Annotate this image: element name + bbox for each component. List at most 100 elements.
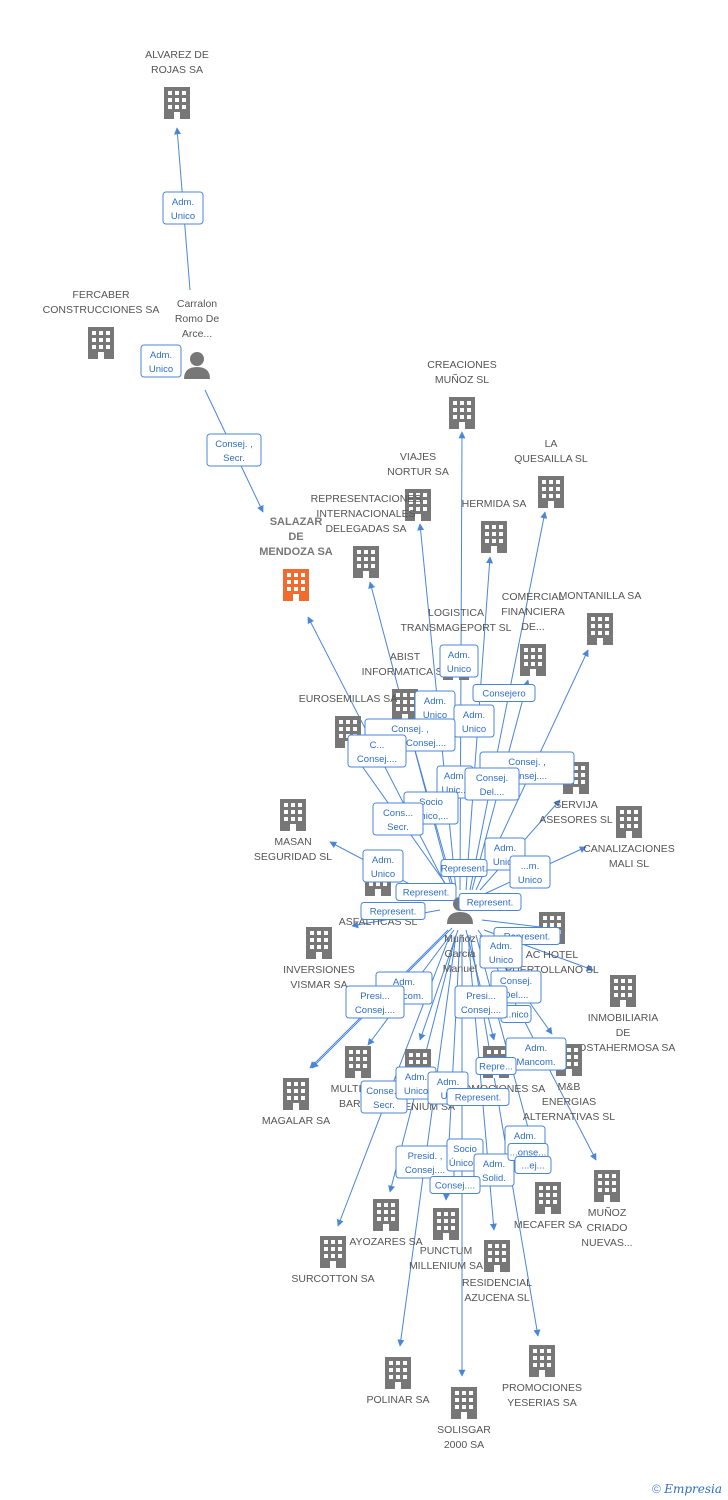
relation-text: Unico [447,664,471,675]
relation-label-r36[interactable]: Presid. ,Consej.... [395,1145,455,1179]
relation-label-r21[interactable]: Represent. [440,859,488,877]
node-label: INMOBILIARIA [588,1012,659,1024]
relation-text: Adm. [444,771,466,782]
relation-label-r4[interactable]: Adm.Unico [439,644,479,678]
node-label: COMERCIAL [502,591,565,603]
building-icon [280,799,306,831]
relation-box [140,344,182,378]
node-munozcriado[interactable]: MUÑOZCRIADONUEVAS... [581,1170,633,1249]
relation-label-r38[interactable]: Adm.Solid. [473,1153,515,1187]
relation-text: ...m. [521,861,539,872]
building-icon [520,644,546,676]
node-label: MUÑOZ SL [435,373,489,386]
relation-text: Represent. [455,1093,501,1104]
building-icon [481,521,507,553]
node-montanilla[interactable]: MONTANILLA SA [559,590,642,645]
node-hermida[interactable]: HERMIDA SA [462,498,527,553]
node-eurosemillas[interactable]: EUROSEMILLAS SA [299,693,398,748]
relation-label-r29[interactable]: Adm.Mancom. [505,1037,567,1071]
relation-text: Adm. [172,197,194,208]
relation-label-r7[interactable]: Adm.Unico [453,704,495,738]
building-icon [484,1240,510,1272]
relation-text: Secr. [373,1100,395,1111]
relation-label-r15[interactable]: Adm.Unico [362,849,404,883]
relation-label-r20[interactable]: Represent. [458,893,522,911]
building-icon [610,975,636,1007]
copyright-icon: © [652,1482,661,1496]
building-icon [373,1199,399,1231]
relation-label-r19[interactable]: Represent. [360,902,426,920]
relation-text: Unico [171,211,195,222]
node-label: RESIDENCIAL [462,1277,532,1289]
relation-label-r2[interactable]: Adm.Unico [140,344,182,378]
relation-text: Adm. [525,1043,547,1054]
building-icon [616,806,642,838]
node-label: Garcia [445,948,476,960]
relation-label-r28[interactable]: Presi...Consej.... [454,985,508,1019]
relation-box [345,985,405,1019]
relation-label-r12[interactable]: Consej.Del.... [464,767,520,801]
relation-label-r1[interactable]: Adm. Unico [162,191,204,225]
node-label: ROJAS SA [151,64,203,76]
relation-label-r41[interactable]: ...ej... [514,1156,552,1174]
node-representaciones[interactable]: REPRESENTACIONESINTERNACIONALESDELEGADAS… [311,493,422,578]
relation-text: Conse... [366,1086,401,1097]
person-icon [184,352,210,379]
relation-text: Del.... [480,787,505,798]
relation-label-r34[interactable]: Represent. [446,1088,510,1106]
node-mecafer[interactable]: MECAFER SA [514,1182,582,1231]
node-polinar[interactable]: POLINAR SA [366,1357,430,1406]
node-comercial[interactable]: COMERCIALFINANCIERADE... [501,591,565,676]
building-icon [320,1236,346,1268]
node-label: ALTERNATIVAS SL [523,1111,615,1123]
relation-label-r18[interactable]: Represent. [395,883,457,901]
building-icon [306,927,332,959]
relation-label-r30[interactable]: Repre... [475,1057,517,1075]
relation-box [473,1153,515,1187]
relation-label-r6[interactable]: Adm.Unico [414,690,456,724]
relation-label-r23[interactable]: Adm.Unico [479,935,523,969]
node-label: ENERGIAS [542,1096,596,1108]
relation-label-r17[interactable]: ...m. Unico [509,855,551,889]
node-ayozares[interactable]: AYOZARES SA [349,1199,423,1248]
node-magalar[interactable]: MAGALAR SA [262,1078,330,1127]
relation-text: Unico [462,724,486,735]
relation-box [395,883,457,901]
relation-label-r27[interactable]: Presi...Consej.... [345,985,405,1019]
relation-label-r39[interactable]: Consej.... [429,1176,481,1194]
node-label: NUEVAS... [581,1237,632,1249]
relation-label-r9[interactable]: C...Consej.... [347,734,407,768]
relation-text: Unico [518,875,542,886]
relation-label-r3[interactable]: Consej. ,Secr. [206,433,262,467]
relation-label-r5[interactable]: Consejero [472,684,536,702]
node-label: Manuel [443,963,477,975]
relation-text: Secr. [223,453,245,464]
relation-label-r14[interactable]: Cons...Secr. [372,802,424,836]
node-surcotton[interactable]: SURCOTTON SA [291,1236,375,1285]
building-icon [594,1170,620,1202]
relation-box [162,191,204,225]
node-label: Muñoz [444,933,476,945]
brand-logo[interactable]: Empresia [664,1482,722,1496]
